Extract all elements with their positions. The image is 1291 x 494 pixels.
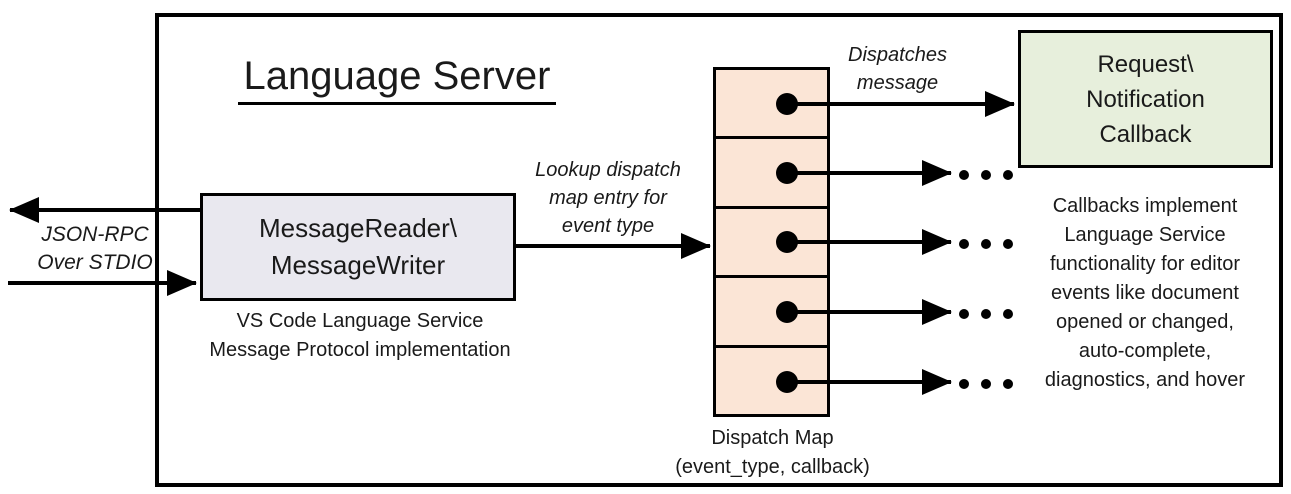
dispatch-map-cell [716,205,827,276]
dispatch-map-label: Dispatch Map (event_type, callback) [675,427,870,478]
dispatches-message-label: Dispatches message [848,44,947,94]
message-reader-writer-box: MessageReader\ MessageWriter [200,193,516,301]
message-reader-writer-label: MessageReader\ MessageWriter [259,213,457,280]
dispatch-map [713,67,830,417]
dispatch-map-cell [716,344,827,415]
diagram-title: Language Server [237,52,557,105]
diagram-title-wrap: Language Server [236,52,558,105]
message-box-caption: VS Code Language Service Message Protoco… [209,310,511,361]
dispatch-map-cell [716,70,827,137]
json-rpc-stdio-label: JSON-RPC Over STDIO [37,223,153,274]
callbacks-note: Callbacks implement Language Service fun… [1044,195,1246,391]
request-notification-callback-label: Request\ Notification Callback [1086,50,1205,148]
dispatch-map-cell [716,275,827,345]
dispatch-map-cell [716,136,827,206]
lookup-dispatch-label: Lookup dispatch map entry for event type [535,159,681,237]
request-notification-callback-box: Request\ Notification Callback [1018,30,1273,168]
